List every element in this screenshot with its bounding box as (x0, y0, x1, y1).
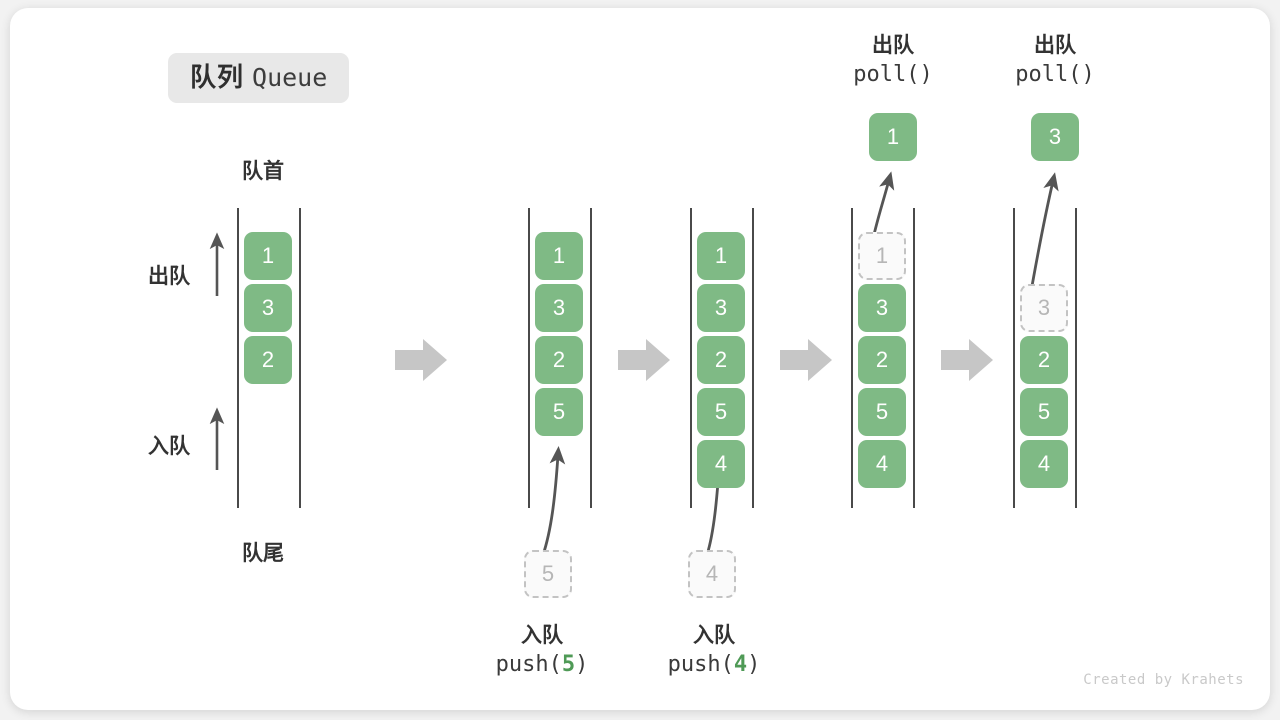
push-4-label: 入队 push(4) (667, 624, 761, 678)
rail-right (1075, 208, 1077, 508)
arrow-layer (209, 171, 1059, 556)
queue-item: 1 (697, 232, 745, 280)
polled-item: 1 (869, 113, 917, 161)
rail-left (690, 208, 692, 508)
pending-enqueue-item: 4 (688, 550, 736, 598)
rail-right (299, 208, 301, 508)
step-arrow-4 (941, 339, 993, 381)
watermark-credit: Created by Krahets (1083, 672, 1244, 688)
queue-item: 3 (244, 284, 292, 332)
pending-enqueue-item: 5 (524, 550, 572, 598)
queue-item: 5 (697, 388, 745, 436)
step-arrow-1 (395, 339, 447, 381)
title-en: Queue (252, 63, 328, 92)
step-arrow-3 (780, 339, 832, 381)
queue-item: 4 (858, 440, 906, 488)
rail-left (528, 208, 530, 508)
queue-item: 2 (535, 336, 583, 384)
removed-item-slot: 3 (1020, 284, 1068, 332)
queue-item: 2 (858, 336, 906, 384)
push-5-label: 入队 push(5) (495, 624, 589, 678)
push-5-arrow (541, 446, 566, 556)
queue-item: 2 (697, 336, 745, 384)
queue-item: 3 (697, 284, 745, 332)
queue-item: 4 (1020, 440, 1068, 488)
rail-left (237, 208, 239, 508)
enqueue-direction-label: 入队 (148, 435, 190, 458)
polled-item: 3 (1031, 113, 1079, 161)
queue-item: 1 (244, 232, 292, 280)
queue-item: 5 (1020, 388, 1068, 436)
rail-right (590, 208, 592, 508)
queue-item: 1 (535, 232, 583, 280)
removed-item-slot: 1 (858, 232, 906, 280)
queue-item: 5 (858, 388, 906, 436)
poll-3-label: 出队 poll() (1015, 34, 1095, 88)
rail-left (851, 208, 853, 508)
rail-right (913, 208, 915, 508)
queue-head-label: 队首 (242, 160, 284, 183)
queue-item: 2 (244, 336, 292, 384)
rail-left (1013, 208, 1015, 508)
step-arrow-2 (618, 339, 670, 381)
queue-item: 3 (535, 284, 583, 332)
queue-item: 3 (858, 284, 906, 332)
queue-item-new: 4 (697, 440, 745, 488)
rail-right (752, 208, 754, 508)
dequeue-direction-label: 出队 (148, 265, 190, 288)
queue-item-new: 5 (535, 388, 583, 436)
title-cn: 队列 (190, 62, 245, 92)
queue-item: 2 (1020, 336, 1068, 384)
poll-1-label: 出队 poll() (853, 34, 933, 88)
queue-tail-label: 队尾 (242, 542, 284, 565)
